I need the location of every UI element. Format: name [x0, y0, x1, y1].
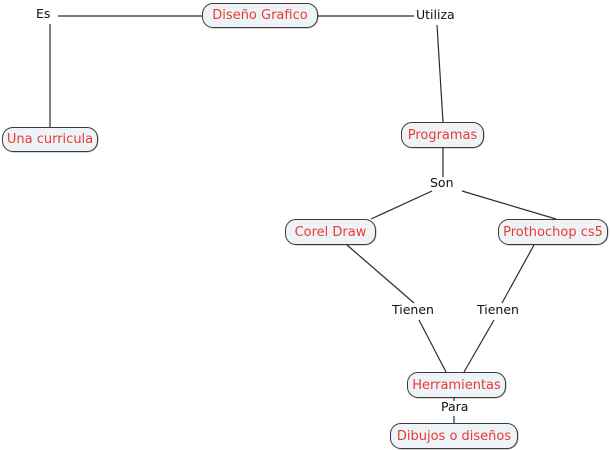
link-label-tienen-right[interactable]: Tienen: [476, 302, 520, 317]
edge-son-to-prothochop: [461, 190, 557, 220]
node-corel-draw[interactable]: Corel Draw: [285, 219, 376, 245]
node-una-curricula[interactable]: Una curricula: [2, 127, 98, 152]
link-label-utiliza[interactable]: Utiliza: [415, 7, 456, 22]
edge-tienen-left-to-herramientas: [418, 319, 447, 373]
edge-tienen-right-to-herramientas: [463, 319, 495, 373]
link-label-para[interactable]: Para: [440, 399, 470, 414]
link-label-son[interactable]: Son: [429, 175, 455, 190]
node-herramientas[interactable]: Herramientas: [407, 372, 506, 398]
node-prothochop-cs5[interactable]: Prothochop cs5: [498, 219, 608, 245]
edge-prothochop-to-tienen-right: [501, 244, 535, 304]
node-dibujos-o-disenos[interactable]: Dibujos o diseños: [390, 423, 518, 449]
node-programas[interactable]: Programas: [401, 122, 484, 148]
node-diseno-grafico[interactable]: Diseño Grafico: [202, 3, 318, 28]
edge-corel-to-tienen-left: [346, 244, 415, 304]
edge-son-to-corel-draw: [370, 190, 433, 220]
edge-utiliza-to-programas: [436, 24, 444, 123]
link-label-es[interactable]: Es: [35, 6, 52, 21]
link-label-tienen-left[interactable]: Tienen: [391, 302, 435, 317]
